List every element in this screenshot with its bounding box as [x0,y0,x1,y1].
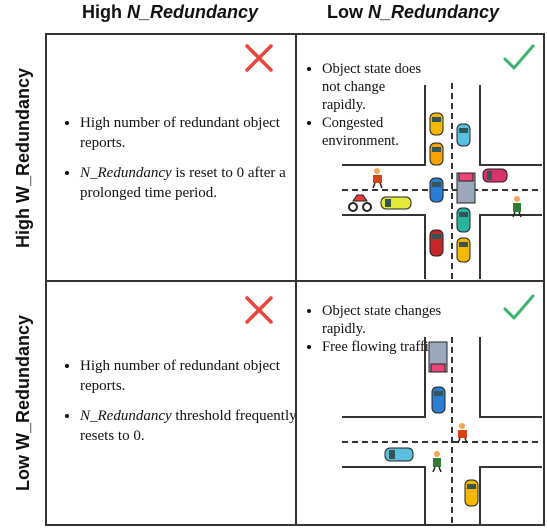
car-red-1 [429,229,444,257]
pedestrian-1 [512,196,522,218]
pedestrian-1 [432,451,442,473]
car-cyan-1 [384,447,414,462]
cell-bl-bullets: High number of redundant object reports.… [64,356,302,456]
car-yellow-1 [464,479,479,507]
car-pink-1 [482,168,508,183]
cross-icon [245,296,273,324]
car-teal-1 [456,207,471,233]
cell-tr-bullet-1: Object state does not change rapidly. [322,60,432,114]
car-lime-1 [380,196,412,210]
grid-vertical-divider [295,33,297,526]
cell-tl-bullet-2-rest: is reset to 0 after a prolonged time per… [80,165,286,201]
column-header-high-prefix: High [82,2,127,22]
car-cyan-1 [456,123,471,147]
column-header-low-var: N_Redundancy [368,2,500,22]
cell-tl-bullets: High number of redundant object reports.… [64,113,302,213]
cell-bl-bullet-2: N_Redundancy threshold frequently resets… [80,406,302,446]
cell-tr-bullets: Object state does not change rapidly. Co… [306,60,432,150]
cell-br-bullet-2: Free flowing traffic [322,338,442,356]
grid-horizontal-divider [45,280,545,282]
lane-dividers [342,337,542,526]
cross-icon [245,44,273,72]
cell-br-bullet-1: Object state changes rapidly. [322,302,442,338]
congested-intersection-illustration [342,83,542,279]
cell-br-bullets: Object state changes rapidly. Free flowi… [306,302,442,356]
delivery-person-1 [372,168,383,189]
row-header-low: Low W_Redundancy [13,315,33,492]
car-yellow-3 [456,237,471,263]
cell-bl-bullet-1: High number of redundant object reports. [80,356,302,396]
cell-bl-bullet-2-rest: threshold frequently resets to 0. [80,408,297,444]
car-blue-1 [431,386,446,414]
cell-tl-bullet-1: High number of redundant object reports. [80,113,302,153]
row-header-high: High W_Redundancy [13,67,33,248]
cell-tr-bullet-2: Congested environment. [322,114,432,150]
cell-tl-bullet-2-var: N_Redundancy [80,165,172,181]
delivery-person-1 [457,423,468,444]
road-edges [342,337,542,526]
column-header-high: High N_Redundancy [82,2,258,23]
road-edges [342,85,542,279]
car-yellow-2 [429,142,444,166]
checkmark-icon [503,294,535,320]
free-flowing-intersection-illustration [342,337,542,526]
column-header-high-var: N_Redundancy [127,2,259,22]
column-header-low-prefix: Low [327,2,368,22]
checkmark-icon [503,44,535,70]
truck-1 [428,341,448,373]
truck-1 [456,172,476,204]
cell-tl-bullet-2: N_Redundancy is reset to 0 after a prolo… [80,163,302,203]
column-header-low: Low N_Redundancy [327,2,499,23]
cell-bl-bullet-2-var: N_Redundancy [80,408,172,424]
scooter-rider [348,194,372,212]
car-yellow-1 [429,112,444,136]
car-blue-1 [429,177,444,203]
